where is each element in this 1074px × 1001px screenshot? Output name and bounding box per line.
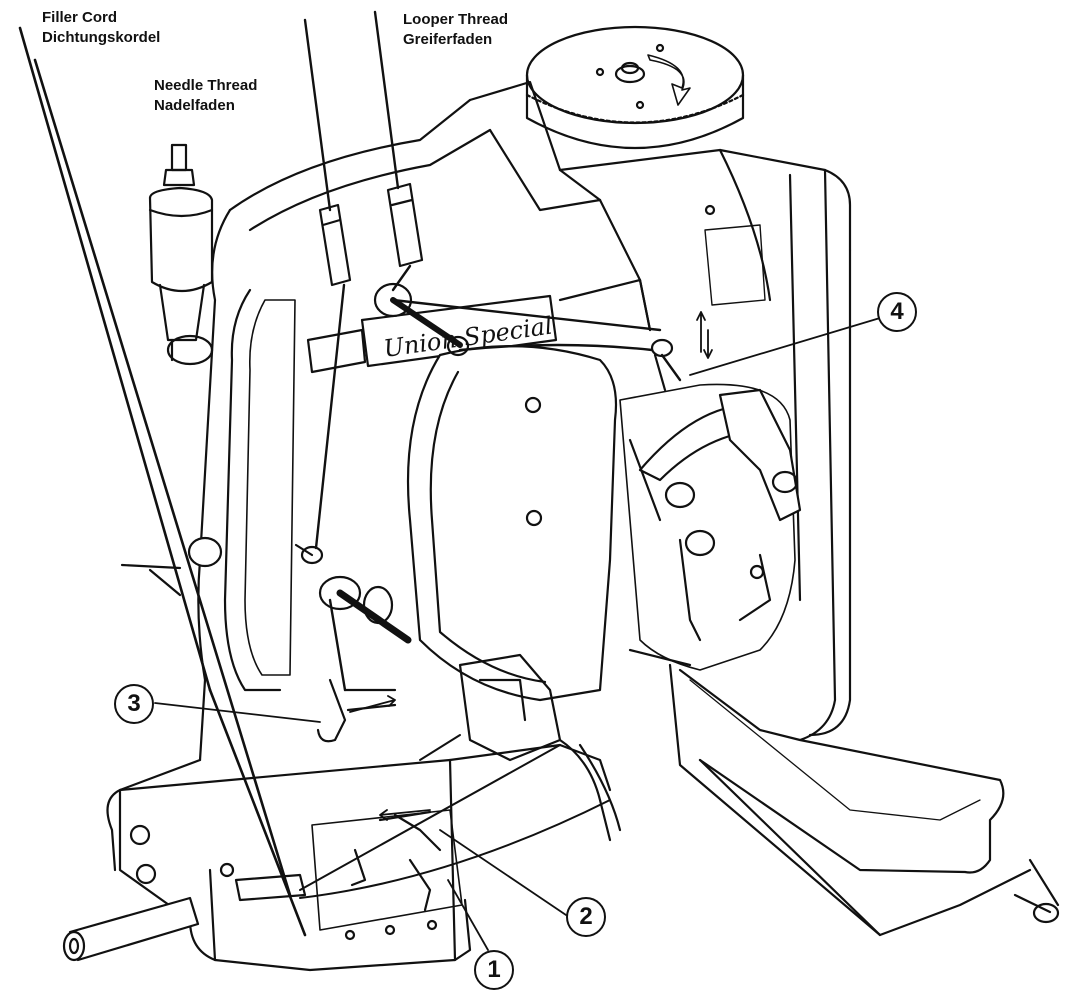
looper-thread-guide [386, 182, 424, 268]
filler-cord-thread [18, 26, 307, 937]
filler-cord-label-de: Dichtungskordel [42, 29, 161, 46]
callout-1: 1 [474, 950, 514, 990]
filler-cord-label: Filler Cord Dichtungskordel [42, 8, 160, 48]
handwheel [525, 25, 745, 150]
callout-2: 2 [566, 897, 606, 937]
looper-thread-label-de: Greiferfaden [403, 31, 493, 48]
feed-area [316, 653, 622, 912]
filler-cord-label-en: Filler Cord [42, 9, 118, 26]
callout-3: 3 [114, 684, 154, 724]
callout-4: 4 [877, 292, 917, 332]
motion-arrows [349, 311, 713, 821]
looper-thread-label-en: Looper Thread [403, 11, 509, 28]
side-thumb-screw [120, 536, 223, 597]
looper-thread-line [373, 10, 682, 382]
oil-cup [148, 143, 214, 366]
machine-body [106, 80, 852, 972]
upper-tension [373, 282, 470, 357]
needle-thread-label-en: Needle Thread [154, 77, 258, 94]
needle-thread-label-de: Nadelfaden [154, 97, 235, 114]
needle-thread-line [303, 18, 347, 692]
looper-thread-label: Looper Thread Greiferfaden [403, 10, 508, 50]
bag-chute [668, 663, 1060, 937]
lower-tension [294, 543, 412, 644]
needle-thread-guide [318, 203, 352, 287]
looper-mechanism [628, 338, 802, 667]
bottom-handle [62, 873, 307, 962]
callout-leaders [154, 317, 881, 951]
needle-thread-label: Needle Thread Nadelfaden [154, 76, 257, 116]
lower-thread-path [299, 734, 611, 899]
